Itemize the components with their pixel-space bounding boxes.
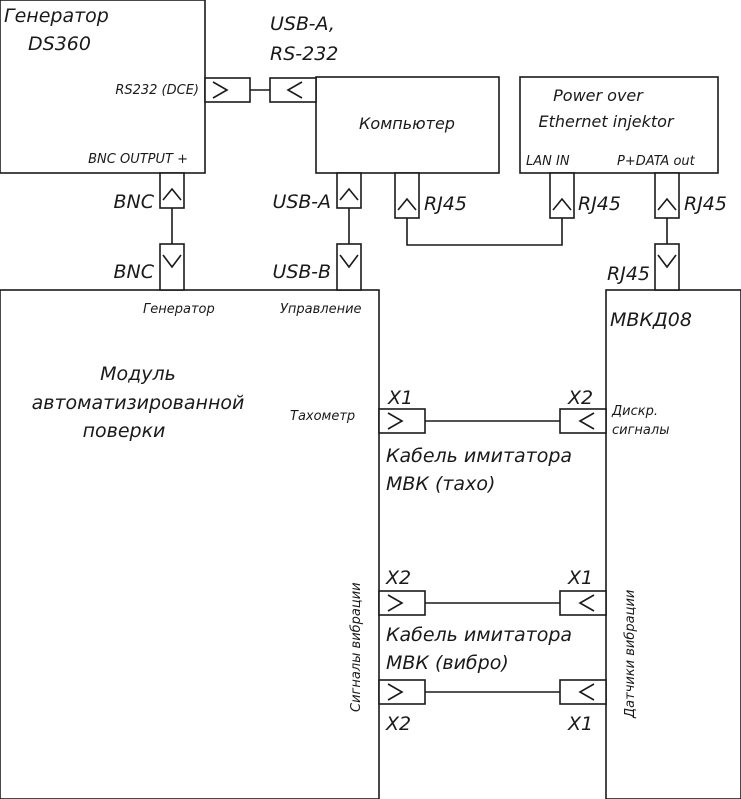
connector-usb-a [336, 172, 362, 209]
poe-injector-block [519, 76, 719, 174]
label-cable-vib-line1: Кабель имитатора [386, 624, 572, 646]
connector-bnc-module [159, 243, 185, 291]
poe-title-line2: Ethernet injektor [538, 112, 674, 131]
module-title-line1: Модуль [100, 363, 176, 385]
connector-rj45-poe-in [549, 172, 575, 219]
label-tacho-x1: X1 [387, 387, 413, 409]
connector-vib2-x2 [378, 679, 426, 705]
module-port-ctrl: Управление [280, 302, 362, 317]
label-usb-a-rs232-line1: USB-A, [270, 13, 335, 35]
label-vib1-x1: X1 [567, 567, 593, 589]
connector-rj45-poe-out [654, 172, 680, 219]
label-rj45-poe-in: RJ45 [578, 193, 621, 215]
label-usb-a-rs232-line2: RS-232 [270, 43, 338, 65]
label-vib2-x2: X2 [385, 713, 411, 735]
module-port-tacho: Тахометр [290, 409, 355, 424]
label-rj45-mvkd: RJ45 [607, 263, 650, 285]
connector-vib1-x2 [378, 590, 426, 616]
label-bnc-top: BNC [113, 191, 154, 213]
generator-title-line1: Генератор [4, 5, 109, 27]
label-bnc-bottom: BNC [113, 261, 154, 283]
label-cable-tacho-line2: МВК (тахо) [386, 473, 495, 495]
module-port-gen: Генератор [143, 302, 215, 317]
connector-vib1-x1 [559, 590, 607, 616]
mvkd08-port-sensors: Датчики вибрации [623, 590, 638, 719]
connector-rs232-comp [269, 77, 317, 103]
connector-bnc-gen [159, 172, 185, 209]
connector-rj45-comp [394, 172, 420, 219]
mvkd08-block [605, 289, 741, 799]
connector-rj45-mvkd [654, 243, 680, 291]
generator-port-rs232: RS232 (DCE) [115, 83, 199, 98]
connector-rs232-gen [204, 77, 251, 103]
connector-vib2-x1 [559, 679, 607, 705]
mvkd08-port-disc-line2: сигналы [612, 423, 669, 438]
label-rj45-poe-out: RJ45 [684, 193, 727, 215]
poe-port-lan: LAN IN [526, 154, 570, 169]
connector-usb-b [336, 243, 362, 291]
label-cable-vib-line2: МВК (вибро) [386, 652, 509, 674]
computer-block [315, 76, 500, 174]
label-usb-b: USB-B [272, 261, 331, 283]
label-vib2-x1: X1 [567, 713, 593, 735]
generator-port-bnc: BNC OUTPUT + [88, 152, 188, 167]
generator-block [0, 0, 206, 174]
label-rj45-comp: RJ45 [424, 193, 467, 215]
module-title-line2: автоматизированной [32, 392, 245, 414]
connector-tacho-x1 [378, 408, 426, 434]
poe-port-data: P+DATA out [617, 154, 696, 169]
mvkd08-port-disc-line1: Дискр. [611, 404, 658, 419]
module-block [0, 289, 380, 799]
module-title-line3: поверки [83, 420, 166, 442]
mvkd08-title: МВКД08 [610, 309, 692, 331]
generator-title-line2: DS360 [28, 33, 91, 55]
label-usb-a: USB-A [272, 191, 331, 213]
computer-title: Компьютер [359, 114, 455, 133]
connector-tacho-x2 [559, 408, 607, 434]
module-port-vib: Сигналы вибрации [349, 582, 364, 712]
label-tacho-x2: X2 [567, 387, 593, 409]
poe-title-line1: Power over [553, 86, 644, 105]
label-vib1-x2: X2 [385, 567, 411, 589]
wire-rj45-comp-poe [406, 218, 563, 246]
label-cable-tacho-line1: Кабель имитатора [386, 445, 572, 467]
